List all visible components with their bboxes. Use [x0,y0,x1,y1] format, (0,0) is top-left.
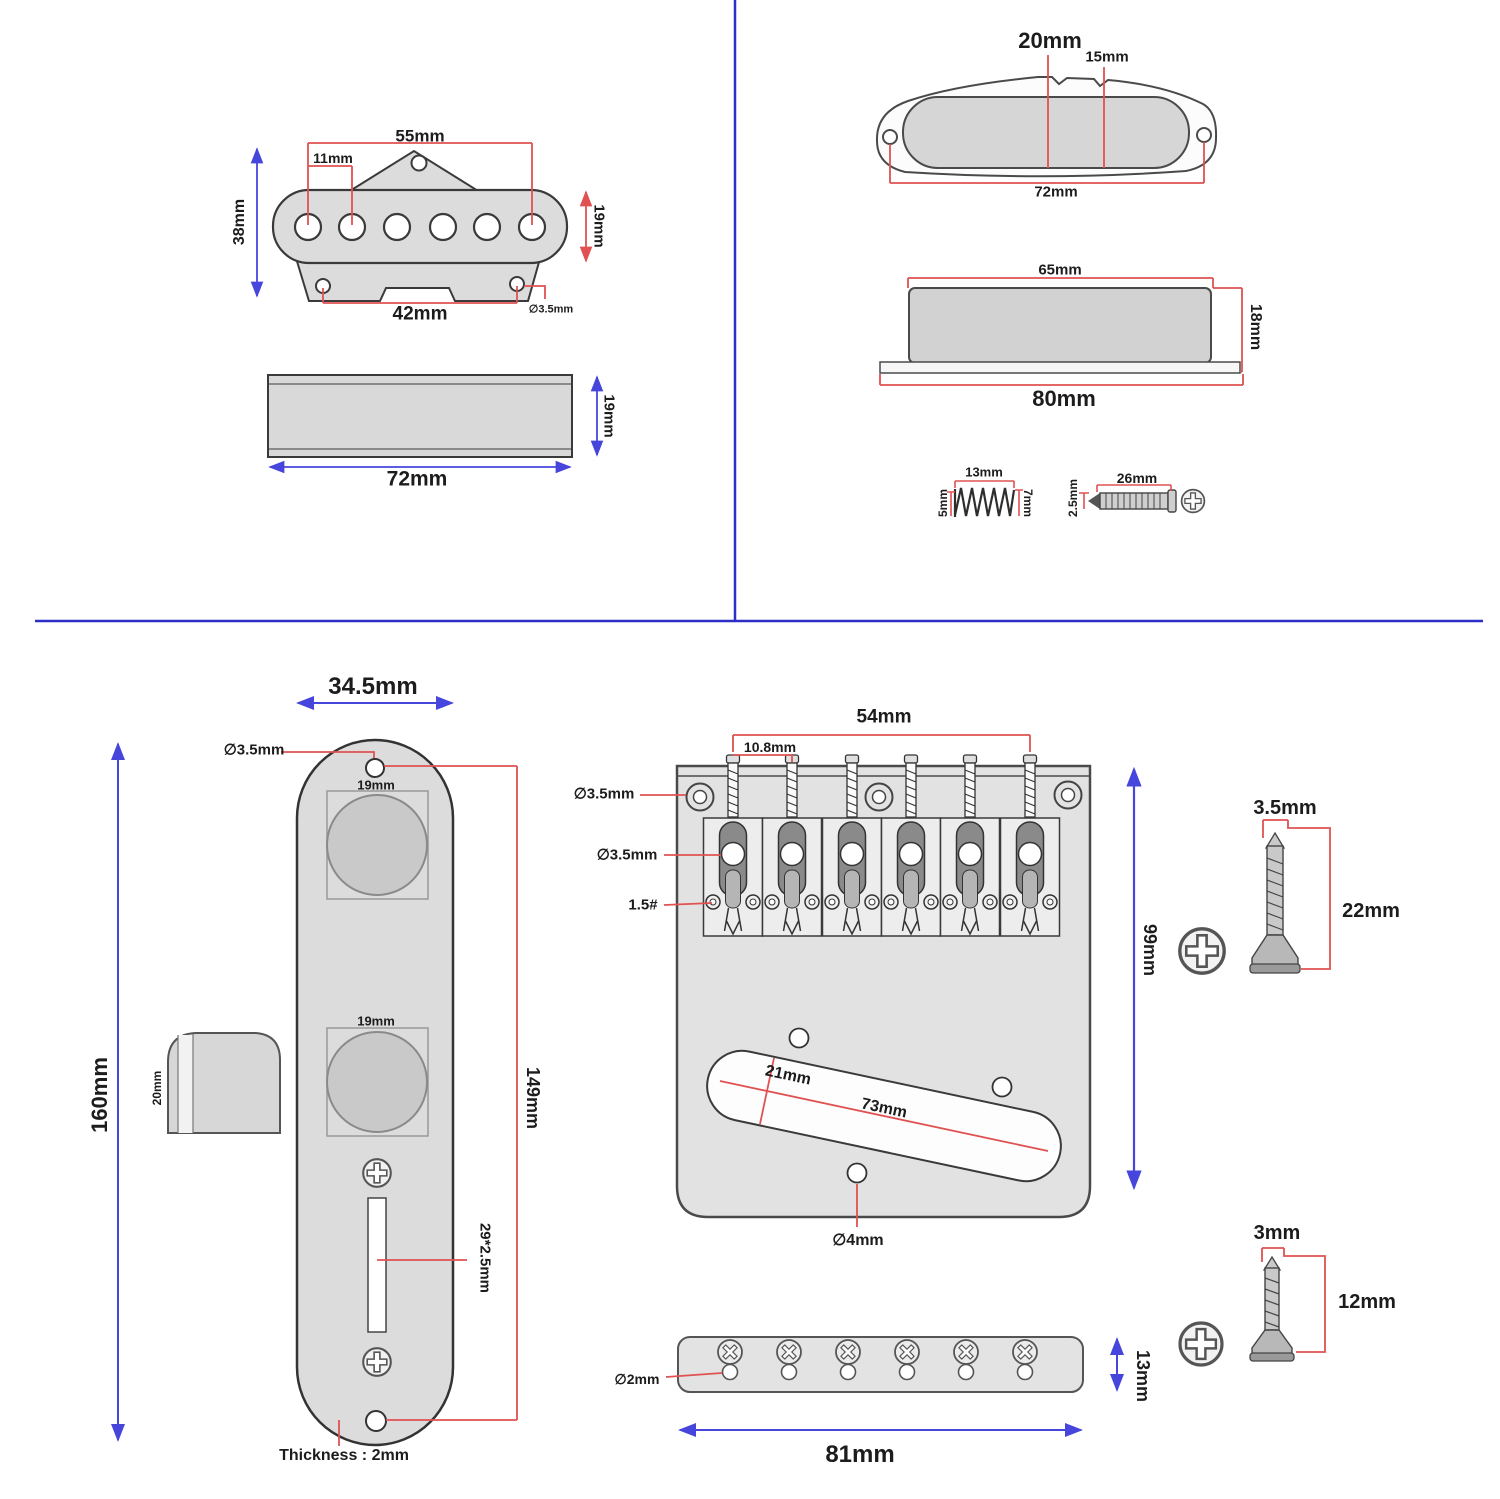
dim-label-knob-19mm-top: 19mm [357,777,395,793]
dim-label-18mm: 18mm [1247,303,1264,351]
string-saddles [702,817,1061,937]
dim-label-hole-3-5mm: ∅3.5mm [528,303,574,316]
phillips-screw-icon [362,1158,392,1188]
dim-label-38mm: 38mm [231,198,248,246]
dim-label-saddle-hole-3-5mm: ∅3.5mm [596,846,658,864]
dim-label-149mm: 149mm [523,1066,543,1130]
dim-label-55mm: 55mm [395,126,445,146]
bridge-plate-top-view [640,734,1142,1227]
mounting-ring-holes [685,780,1083,812]
dim-label-160mm: 160mm [87,1057,112,1133]
dim-label-72mm: 72mm [1034,183,1078,201]
dim-label-54mm: 54mm [856,706,912,728]
dim-label-screwB-12mm: 12mm [1338,1291,1396,1313]
tl-red-dimension-lines [307,142,593,304]
dim-label-ferrule-2mm: ∅2mm [614,1371,660,1387]
dim-label-11mm: 11mm [313,150,353,166]
dim-label-ferrule-81mm: 81mm [825,1441,895,1468]
phillips-head-icon [1178,1321,1224,1367]
bl-red-dimension-lines [281,751,518,1446]
dim-label-ferrule-13mm: 13mm [1133,1349,1153,1403]
pickup-height-spring [947,480,1023,517]
string-ferrule-block [665,1336,1124,1437]
control-knob-side-view [167,1032,281,1134]
dim-label-screw-26mm: 26mm [1116,470,1158,486]
dim-label-99mm: 99mm [1140,923,1160,977]
dim-label-hole-4mm: ∅4mm [832,1232,884,1249]
br-red-dimension-lines [640,734,1049,1227]
dim-label-screwA-3-5mm: 3.5mm [1253,797,1317,819]
dim-label-screwB-3mm: 3mm [1253,1222,1301,1244]
control-plate-top-view [111,696,518,1447]
dim-label-spring-5mm: 5mm [936,488,950,518]
dim-label-knob-19mm-bottom: 19mm [357,1013,395,1029]
dim-label-slot-29x2-5mm: 29*2.5mm [476,1222,494,1294]
dim-label-spring-13mm: 13mm [965,464,1003,480]
phillips-screw-icon [362,1347,392,1377]
dim-label-corner-hole-3-5mm: ∅3.5mm [573,785,635,803]
dim-label-knob-20mm: 20mm [150,1070,164,1106]
dim-label-side-72mm: 72mm [386,467,448,491]
phillips-head-icon [1178,927,1226,975]
dim-label-20mm: 20mm [1018,28,1082,53]
bridge-mounting-screw-3-5mm [1178,819,1331,975]
dim-label-42mm: 42mm [392,303,448,325]
dim-label-wrench-1-5: 1.5# [628,896,658,914]
pickup-mounting-screw-side [1079,484,1206,514]
bridge-mounting-screw-3mm [1178,1247,1326,1367]
bridge-pickup-baseplate-top-view [250,142,593,304]
neck-pickup-top-view [875,55,1218,184]
dim-label-screw-2-5mm: 2.5mm [1066,478,1080,518]
quadrant-dividers [35,0,1483,623]
dim-label-screwA-22mm: 22mm [1342,900,1400,922]
neck-pickup-side-view [879,277,1244,386]
phillips-head-icon [1180,488,1206,514]
dim-label-65mm: 65mm [1038,261,1082,279]
label-thickness-2mm: Thickness : 2mm [279,1447,409,1464]
dim-label-side-19mm: 19mm [600,394,618,438]
dim-label-34-5mm: 34.5mm [328,673,418,700]
dim-label-80mm: 80mm [1032,386,1096,411]
dim-label-10-8mm: 10.8mm [743,739,797,755]
dim-label-plate-hole-3-5mm: ∅3.5mm [223,741,285,759]
dim-label-spring-7mm: 7mm [1021,488,1035,518]
bridge-pickup-baseplate-side-view [267,374,604,474]
dim-label-19mm-right: 19mm [590,204,608,248]
dim-label-15mm: 15mm [1085,48,1129,66]
